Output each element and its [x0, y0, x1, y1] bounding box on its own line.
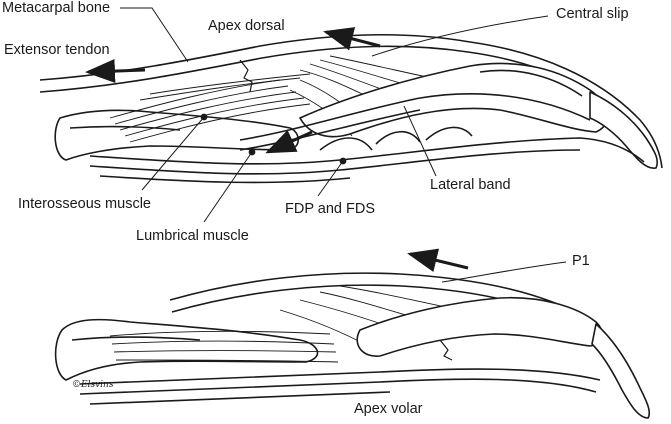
finger-top [39, 33, 663, 184]
label-extensor-tendon: Extensor tendon [4, 42, 110, 58]
phalanx-bone-bottom [356, 296, 603, 357]
p1-arrow [407, 248, 469, 273]
artist-signature: ©Elsvins [72, 380, 114, 390]
leader-fdp-fds [317, 160, 344, 197]
label-apex-volar: Apex volar [354, 401, 423, 417]
label-lateral-band: Lateral band [430, 177, 511, 193]
leader-lumbrical [203, 151, 253, 223]
leader-lines-top [120, 7, 549, 223]
interosseous-fibres [109, 73, 311, 143]
leader-metacarpal [120, 7, 189, 63]
leader-central-slip [371, 15, 549, 57]
distal-phalanx-shape [589, 91, 659, 169]
label-lumbrical-muscle: Lumbrical muscle [136, 228, 249, 244]
volar-pull-arrow [265, 129, 313, 154]
lateral-band-shape [239, 92, 591, 141]
label-interosseous-muscle: Interosseous muscle [18, 196, 151, 212]
dorsal-tendon-outline [39, 33, 663, 169]
leader-p1 [441, 261, 567, 283]
label-metacarpal-bone: Metacarpal bone [2, 0, 111, 16]
phalanx-bone-shape [299, 62, 609, 138]
label-central-slip: Central slip [556, 6, 629, 22]
distal-phalanx-bottom [591, 323, 651, 419]
label-apex-dorsal: Apex dorsal [208, 18, 285, 34]
extensor-tendon-arrow [85, 59, 146, 84]
flexor-tendons [89, 137, 645, 165]
leader-interosseous [141, 116, 205, 191]
leader-lateral-band [403, 105, 437, 177]
apex-dorsal-arrow [323, 27, 381, 51]
metacarpal-bone-bottom [54, 318, 319, 381]
finger-bottom [54, 272, 651, 419]
label-p1: P1 [572, 253, 590, 269]
label-fdp-fds: FDP and FDS [285, 201, 375, 217]
